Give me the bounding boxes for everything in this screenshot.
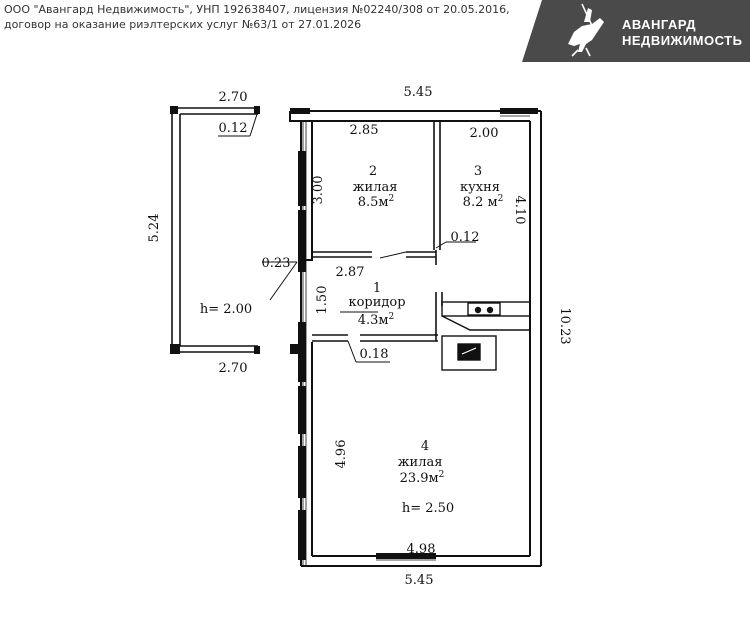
veranda-height: h= 2.00 (200, 302, 252, 317)
dim-veranda-side: 5.24 (147, 214, 162, 243)
room-2-area: 8.5м2 (358, 194, 395, 210)
room-3-number: 3 (474, 164, 482, 179)
room-3-area-sup: 2 (498, 194, 504, 204)
window (290, 108, 310, 114)
dim-right-total: 10.23 (557, 307, 572, 344)
veranda-walls (171, 107, 258, 353)
dim-top-total: 5.45 (404, 85, 433, 100)
room-1-area: 4.3м2 (358, 312, 395, 328)
dim-bottom-total: 5.45 (405, 573, 434, 588)
brand-banner: АВАНГАРД НЕДВИЖИМОСТЬ (522, 0, 750, 62)
brand-line-2: НЕДВИЖИМОСТЬ (622, 33, 742, 48)
room-1-area-sup: 2 (389, 312, 395, 322)
dim-room2-height: 3.00 (311, 176, 326, 205)
room-4-type: жилая (398, 455, 443, 470)
dim-partition-018: 0.18 (360, 347, 389, 362)
window (298, 322, 306, 382)
dim-room4-height: 4.96 (334, 440, 349, 469)
room-1-type: коридор (348, 295, 405, 310)
room-2-area-sup: 2 (389, 194, 395, 204)
house-walls (289, 110, 542, 567)
window (500, 108, 538, 114)
room-4-area: 23.9м2 (400, 470, 445, 486)
brand-background (522, 0, 750, 62)
dim-bottom-inner: 4.98 (407, 542, 436, 557)
dim-room3-width: 2.00 (470, 126, 499, 141)
room-4-area-value: 23.9м (400, 471, 439, 486)
room-1-number: 1 (373, 281, 381, 296)
window (290, 344, 300, 354)
header-line-1: ООО "Авангард Недвижимость", УНП 1926384… (4, 3, 510, 16)
room-3-area: 8.2 м2 (463, 194, 504, 210)
dim-room2-width: 2.85 (350, 123, 379, 138)
partitions (312, 121, 443, 342)
window (298, 151, 306, 206)
dim-veranda-bottom: 2.70 (219, 361, 248, 376)
dim-corridor-width: 2.87 (336, 265, 365, 280)
dim-room3-height: 4.10 (512, 196, 527, 225)
room-4-area-sup: 2 (439, 470, 445, 480)
window (376, 553, 436, 559)
window-frames (302, 115, 530, 566)
window (298, 510, 306, 560)
stove (441, 301, 531, 371)
header-text: ООО "Авангард Недвижимость", УНП 1926384… (4, 2, 510, 32)
window (298, 386, 306, 434)
brand-line-1: АВАНГАРД (622, 17, 696, 32)
room-1-area-value: 4.3м (358, 313, 389, 328)
house-height: h= 2.50 (402, 501, 454, 516)
room-3-type: кухня (460, 180, 500, 195)
header-line-2: договор на оказание риэлтерских услуг №6… (4, 18, 362, 31)
room-2-number: 2 (369, 164, 377, 179)
dim-veranda-wall: 0.12 (219, 121, 248, 136)
dim-corridor-height: 1.50 (315, 286, 330, 315)
room-4-number: 4 (421, 439, 429, 454)
knight-on-horse-logo-icon (568, 3, 604, 57)
veranda-corners (170, 106, 260, 354)
room-2-type: жилая (353, 180, 398, 195)
windows (290, 108, 538, 560)
room-3-area-value: 8.2 м (463, 195, 498, 210)
window (298, 210, 306, 272)
window (298, 446, 306, 498)
dim-partition-012: 0.12 (451, 230, 480, 245)
dim-veranda-top: 2.70 (219, 90, 248, 105)
dim-wall-023: 0.23 (262, 256, 291, 271)
leader-lines (218, 110, 476, 363)
room-2-area-value: 8.5м (358, 195, 389, 210)
